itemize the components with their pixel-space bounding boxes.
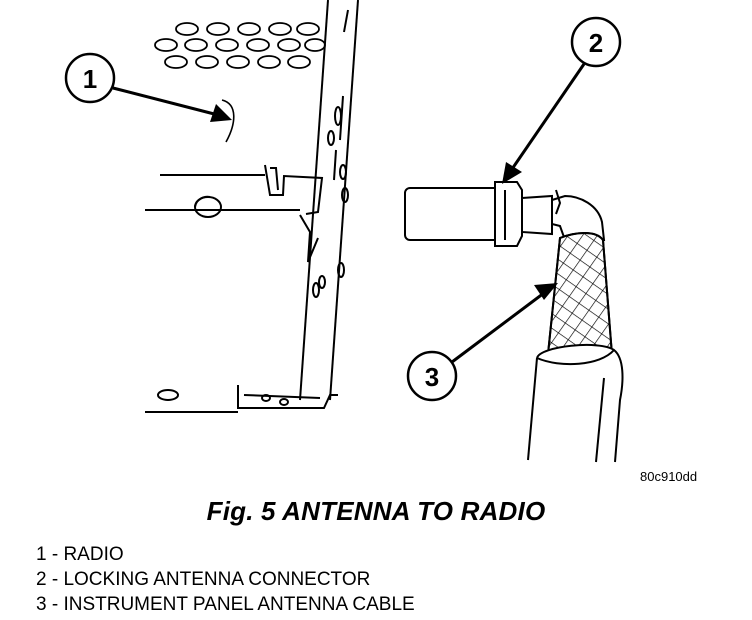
locking-antenna-connector (404, 181, 606, 247)
instrument-panel-antenna-cable (527, 232, 624, 463)
radio-chassis (145, 0, 359, 413)
callout-2-label: 2 (589, 28, 603, 58)
callout-3-label: 3 (425, 362, 439, 392)
legend-item-radio: 1 - RADIO (36, 544, 124, 565)
antenna-to-radio-illustration: 1 2 3 (64, 0, 624, 463)
legend: 1 - RADIO 2 - LOCKING ANTENNA CONNECTOR … (36, 542, 415, 617)
callout-2: 2 (502, 16, 622, 184)
image-id: 80c910dd (640, 469, 698, 484)
callout-1: 1 (64, 52, 232, 122)
radio-vent-holes (154, 22, 326, 69)
legend-item-locking-antenna-connector: 2 - LOCKING ANTENNA CONNECTOR (36, 569, 371, 590)
callout-1-label: 1 (83, 64, 97, 94)
legend-item-instrument-panel-antenna-cable: 3 - INSTRUMENT PANEL ANTENNA CABLE (36, 594, 415, 615)
callout-3: 3 (406, 283, 558, 402)
figure-caption: Fig. 5 ANTENNA TO RADIO (206, 496, 546, 526)
